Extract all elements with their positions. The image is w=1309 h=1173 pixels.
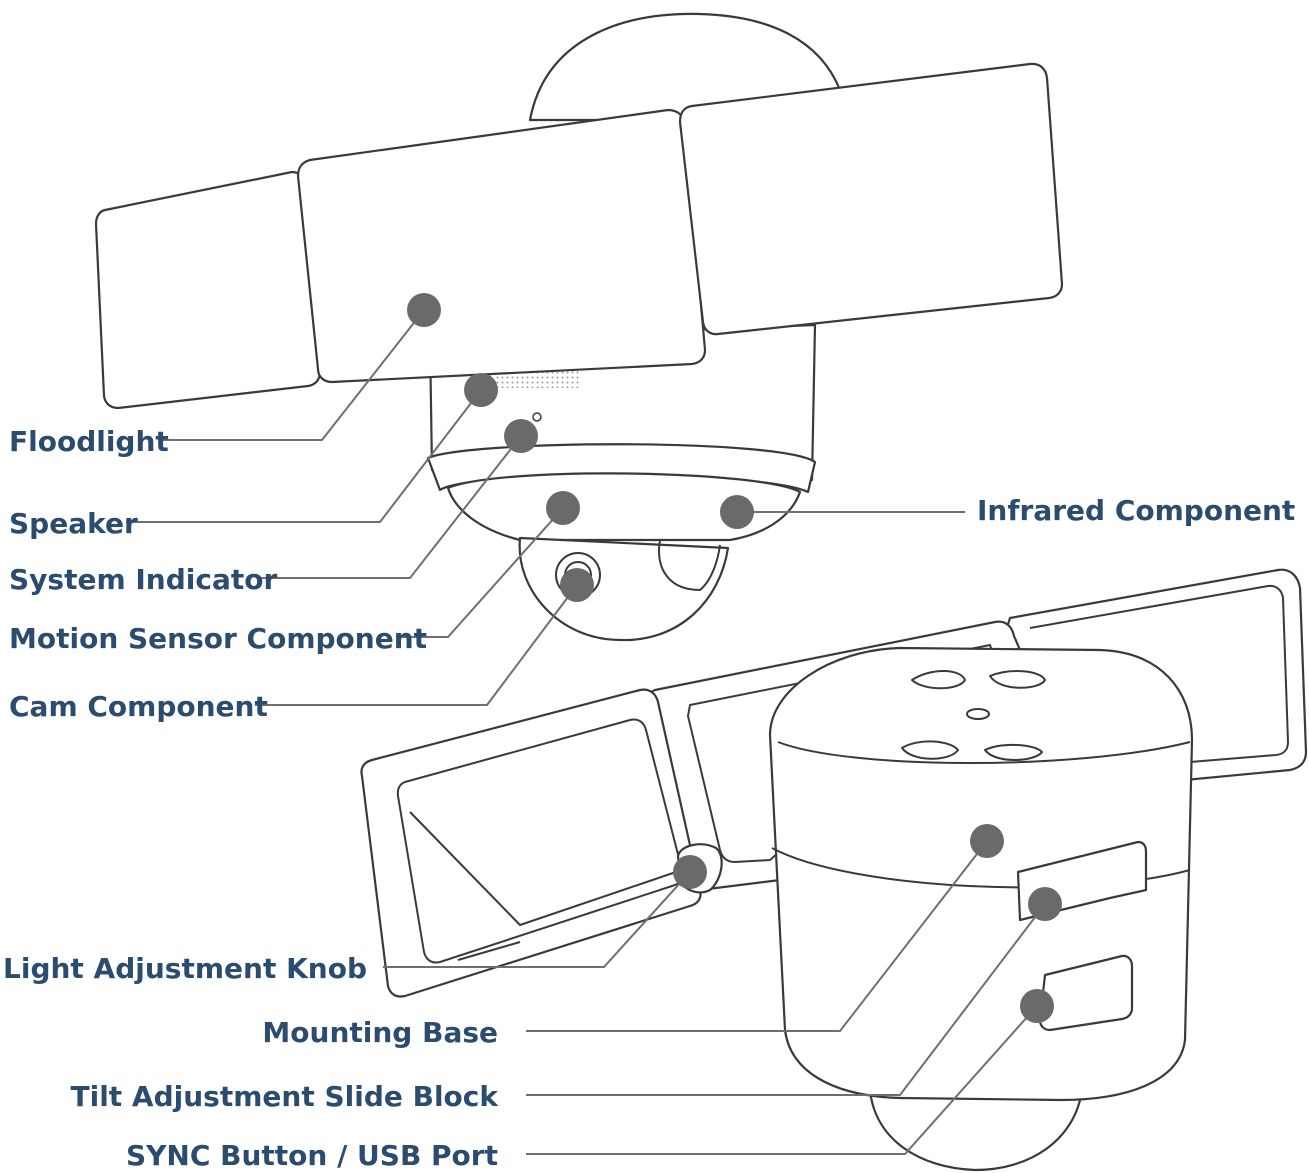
back-floodlight-panel-left xyxy=(360,688,702,998)
indicator-light xyxy=(532,412,542,422)
label-tilt-block: Tilt Adjustment Slide Block xyxy=(71,1080,500,1113)
label-motion-sensor: Motion Sensor Component xyxy=(9,622,427,655)
leader-mounting-base xyxy=(526,840,988,1032)
label-light-knob: Light Adjustment Knob xyxy=(3,952,367,985)
label-sync-usb: SYNC Button / USB Port xyxy=(126,1139,498,1172)
sync-usb-port-cover xyxy=(1038,954,1134,1032)
leader-motion-sensor xyxy=(400,507,564,638)
front-view-device xyxy=(94,12,1064,642)
leader-light-knob xyxy=(383,871,691,968)
leader-system-indicator xyxy=(258,435,522,579)
front-floodlight-panel-center xyxy=(296,108,707,384)
marker-system-indicator xyxy=(504,419,538,453)
marker-floodlight xyxy=(407,293,441,327)
leader-tilt-block xyxy=(526,903,1046,1096)
leader-speaker xyxy=(126,389,482,523)
back-view-device xyxy=(360,568,1308,1172)
label-mounting-base: Mounting Base xyxy=(262,1016,498,1049)
marker-infrared xyxy=(720,495,754,529)
mounting-holes xyxy=(901,670,1046,761)
front-floodlight-panel-right xyxy=(678,62,1064,336)
front-mount-arc xyxy=(528,12,842,122)
label-system-indicator: System Indicator xyxy=(9,563,277,596)
label-infrared: Infrared Component xyxy=(977,494,1295,527)
marker-mounting-base xyxy=(970,824,1004,858)
marker-motion-sensor xyxy=(546,491,580,525)
front-floodlight-panel-left xyxy=(94,170,322,410)
front-sensor-ring xyxy=(446,472,802,542)
marker-tilt-block xyxy=(1028,887,1062,921)
marker-speaker xyxy=(464,373,498,407)
leader-lines xyxy=(126,309,1046,1155)
leader-sync-usb xyxy=(526,1005,1038,1155)
marker-light-knob xyxy=(673,855,707,889)
callout-markers xyxy=(407,293,1062,1023)
leader-cam xyxy=(255,584,578,706)
callout-labels: Floodlight Speaker System Indicator Moti… xyxy=(3,425,1295,1172)
label-speaker: Speaker xyxy=(9,507,138,540)
leader-floodlight xyxy=(163,309,425,441)
marker-cam xyxy=(560,568,594,602)
label-cam: Cam Component xyxy=(9,690,268,723)
marker-sync-usb xyxy=(1020,989,1054,1023)
label-floodlight: Floodlight xyxy=(9,425,169,458)
back-base-dome xyxy=(868,1088,1084,1172)
